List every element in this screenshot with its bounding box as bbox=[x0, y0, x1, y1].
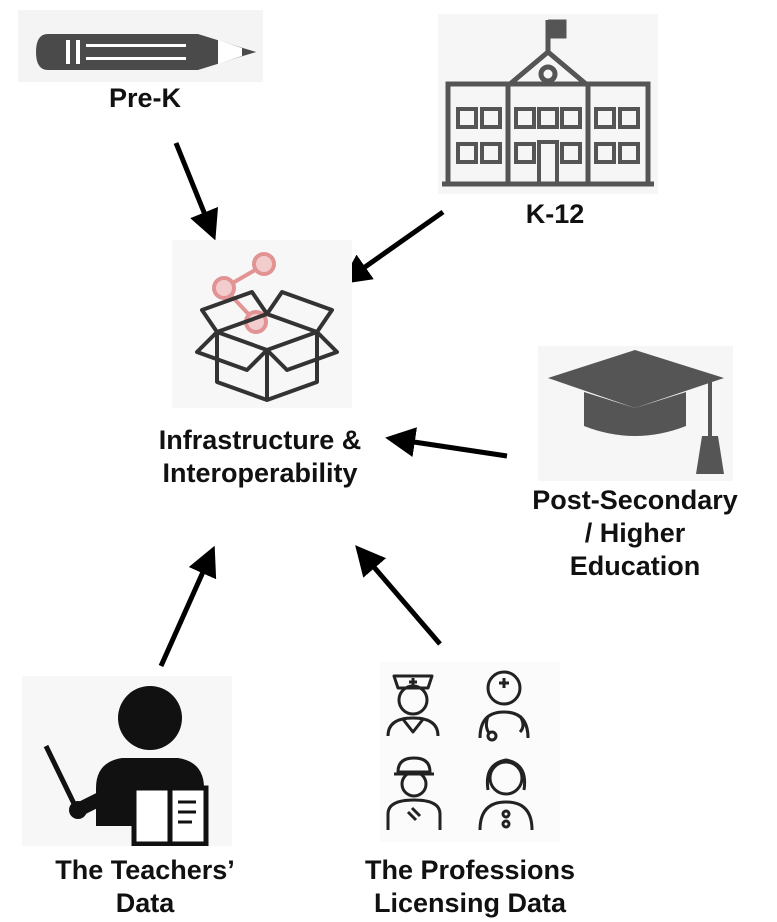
label-center: Infrastructure & Interoperability bbox=[158, 425, 362, 488]
share-box-icon bbox=[172, 240, 352, 408]
pencil-icon bbox=[18, 10, 263, 82]
professionals-icon bbox=[380, 662, 560, 842]
label-teachers: The Teachers’ Data bbox=[55, 855, 235, 918]
label-pre-k: Pre-K bbox=[108, 83, 182, 113]
label-professions: The Professions Licensing Data bbox=[364, 855, 576, 918]
arrow-teachers bbox=[158, 545, 217, 668]
arrow-professions bbox=[355, 545, 442, 646]
label-higher-ed: Post-Secondary / Higher Education bbox=[532, 485, 738, 581]
teacher-icon bbox=[22, 676, 232, 846]
arrow-higher-ed bbox=[385, 427, 508, 459]
graduation-cap-icon bbox=[538, 346, 733, 481]
arrow-prek bbox=[173, 142, 219, 241]
school-building-icon bbox=[438, 14, 658, 194]
arrow-k12 bbox=[340, 209, 445, 285]
label-k12: K-12 bbox=[525, 199, 585, 229]
